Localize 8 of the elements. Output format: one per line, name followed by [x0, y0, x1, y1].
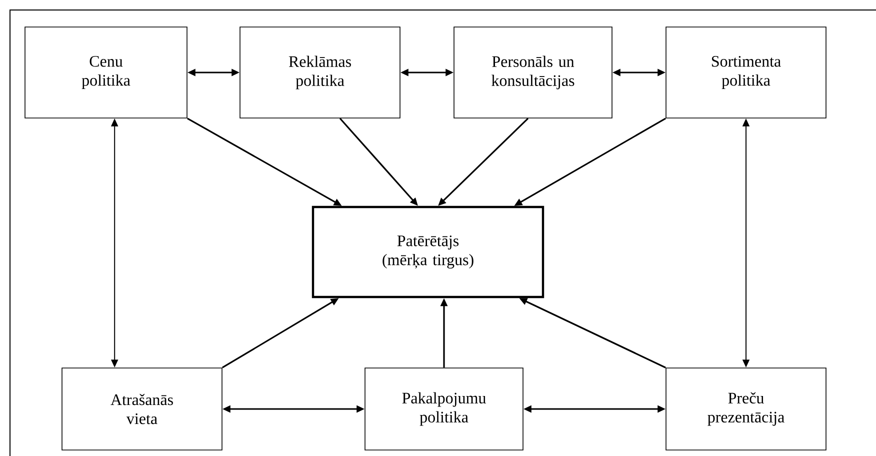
- policy-box: Sortimenta politika: [666, 26, 826, 118]
- policy-box: Reklāmas politika: [240, 26, 400, 118]
- consumer-box: Patērētājs (mērķa tirgus): [312, 206, 544, 298]
- policy-box: Cenu politika: [24, 26, 188, 118]
- policy-box: Preču prezentācija: [666, 368, 826, 450]
- policy-box: Pakalpojumu politika: [364, 368, 524, 450]
- policy-box: Personāls un konsultācijas: [454, 26, 612, 118]
- policy-box: Atrašanās vieta: [62, 368, 222, 450]
